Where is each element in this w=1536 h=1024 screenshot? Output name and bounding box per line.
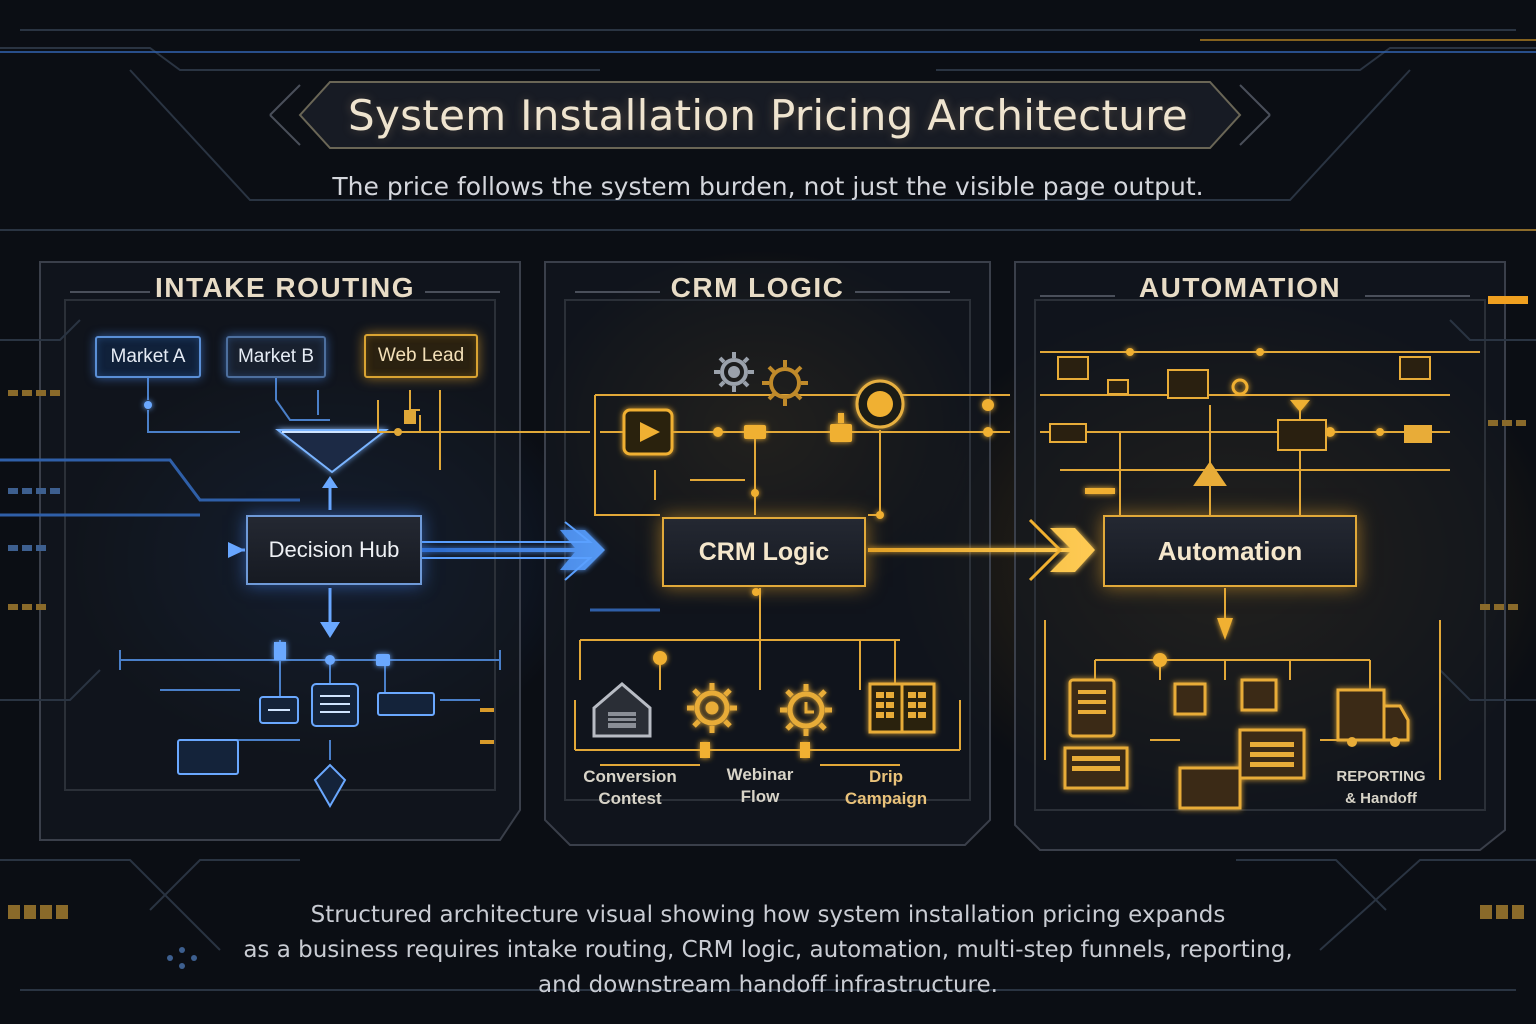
title-plate: System Installation Pricing Architecture xyxy=(292,78,1244,152)
branch-label-drip-campaign: Drip Campaign xyxy=(826,766,946,810)
automation-hub: Automation xyxy=(1103,515,1357,587)
input-market-a: Market A xyxy=(95,336,201,378)
footer-line-1: Structured architecture visual showing h… xyxy=(310,902,1226,928)
label-line: Conversion xyxy=(583,767,677,786)
label-line: Webinar xyxy=(726,765,794,784)
label-line: Drip xyxy=(869,767,903,786)
label-line: Campaign xyxy=(844,789,928,808)
page-title: System Installation Pricing Architecture xyxy=(348,90,1188,140)
branch-label-conversion-contest: Conversion Contest xyxy=(560,766,700,810)
intake-routing-heading: INTAKE ROUTING xyxy=(154,272,416,303)
input-market-b: Market B xyxy=(226,336,326,378)
input-web-lead: Web Lead xyxy=(364,334,478,378)
footer-line-3: and downstream handoff infrastructure. xyxy=(538,972,998,998)
crm-logic-hub: CRM Logic xyxy=(662,517,866,587)
crm-logic-heading: CRM LOGIC xyxy=(670,272,845,303)
reporting-handoff-label: REPORTING & Handoff xyxy=(1316,766,1446,810)
label-line: Flow xyxy=(740,787,780,806)
automation-heading: AUTOMATION xyxy=(1138,272,1342,303)
crm-branch-house-icon xyxy=(592,682,652,738)
crm-gear-icons xyxy=(622,352,905,456)
footer-line-2: as a business requires intake routing, C… xyxy=(243,937,1293,963)
page-subtitle: The price follows the system burden, not… xyxy=(332,172,1204,201)
label-line: & Handoff xyxy=(1345,790,1417,807)
label-line: REPORTING xyxy=(1336,768,1426,785)
decision-hub: Decision Hub xyxy=(246,515,422,585)
label-line: Contest xyxy=(598,789,662,808)
branch-label-webinar-flow: Webinar Flow xyxy=(700,764,820,808)
funnel-icon xyxy=(275,429,389,474)
